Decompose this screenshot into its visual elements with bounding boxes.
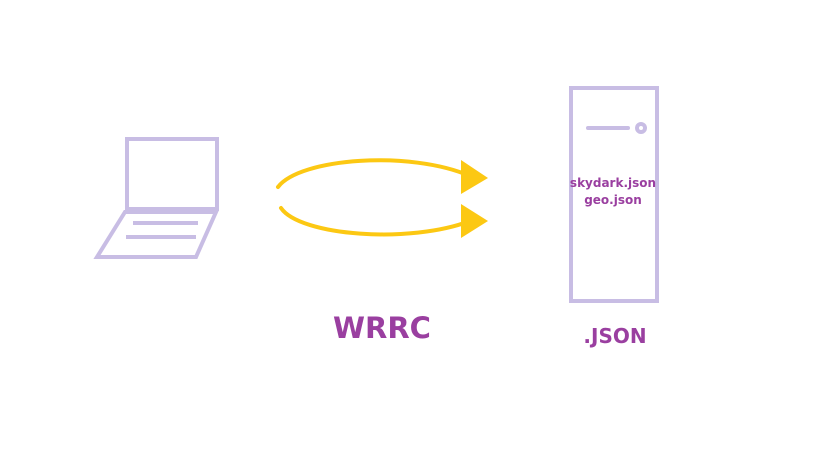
arrow-top-head — [461, 160, 488, 194]
server-file-geo: geo.json — [584, 193, 642, 207]
server-body — [569, 86, 659, 303]
request-arrows — [276, 158, 472, 237]
server-file-list: skydark.json geo.json — [566, 175, 660, 209]
arrow-bottom-curve — [279, 206, 472, 237]
server-label: .JSON — [583, 324, 647, 348]
arrow-bottom-head — [461, 204, 488, 238]
server-tower-icon — [569, 86, 659, 303]
server-file-skydark: skydark.json — [569, 176, 657, 190]
connection-label: WRRC — [333, 311, 431, 345]
server-power-light — [635, 122, 647, 134]
arrow-top-curve — [276, 158, 472, 189]
laptop-screen — [125, 137, 219, 211]
laptop-base — [93, 210, 220, 259]
laptop-icon — [93, 137, 220, 259]
